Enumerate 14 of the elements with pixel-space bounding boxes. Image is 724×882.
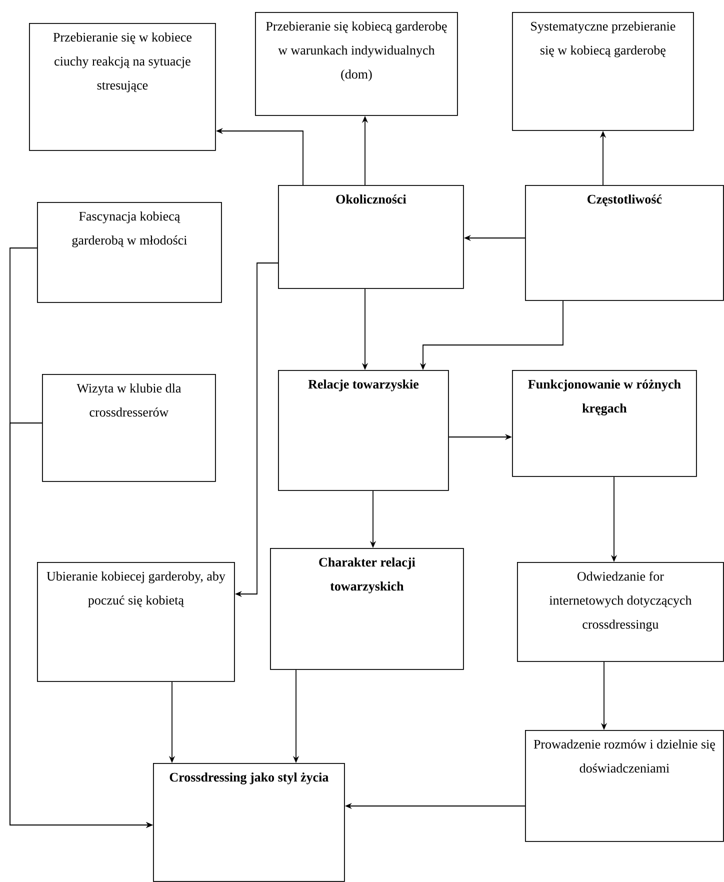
process-box: Systematyczne przebieranie się w kobiecą garderobę (512, 12, 694, 131)
process-box: Relacje towarzyskie (278, 370, 449, 491)
process-box: Okoliczności (278, 185, 464, 289)
process-box: Crossdressing jako styl życia (153, 763, 345, 882)
process-box: Ubieranie kobiecej garderoby, aby poczuć się kobietą (37, 562, 235, 682)
process-box: Prowadzenie rozmów i dzielnie się doświadczeniami (525, 730, 724, 842)
process-box: Wizyta w klubie dla crossdresserów (42, 374, 216, 482)
process-box: Przebieranie się w kobiece ciuchy reakcją na sytuacje stresujące (29, 23, 216, 151)
process-box: Odwiedzanie for internetowych dotyczących crossdressingu (517, 562, 724, 662)
process-box: Funkcjonowanie w różnych kręgach (512, 370, 697, 477)
process-box: Przebieranie się kobiecą garderobę w warunkach indywidualnych (dom) (255, 12, 458, 116)
process-box: Fascynacja kobiecą garderobą w młodości (37, 202, 222, 303)
process-box: Charakter relacji towarzyskich (270, 548, 464, 670)
process-box: Częstotliwość (525, 185, 724, 301)
